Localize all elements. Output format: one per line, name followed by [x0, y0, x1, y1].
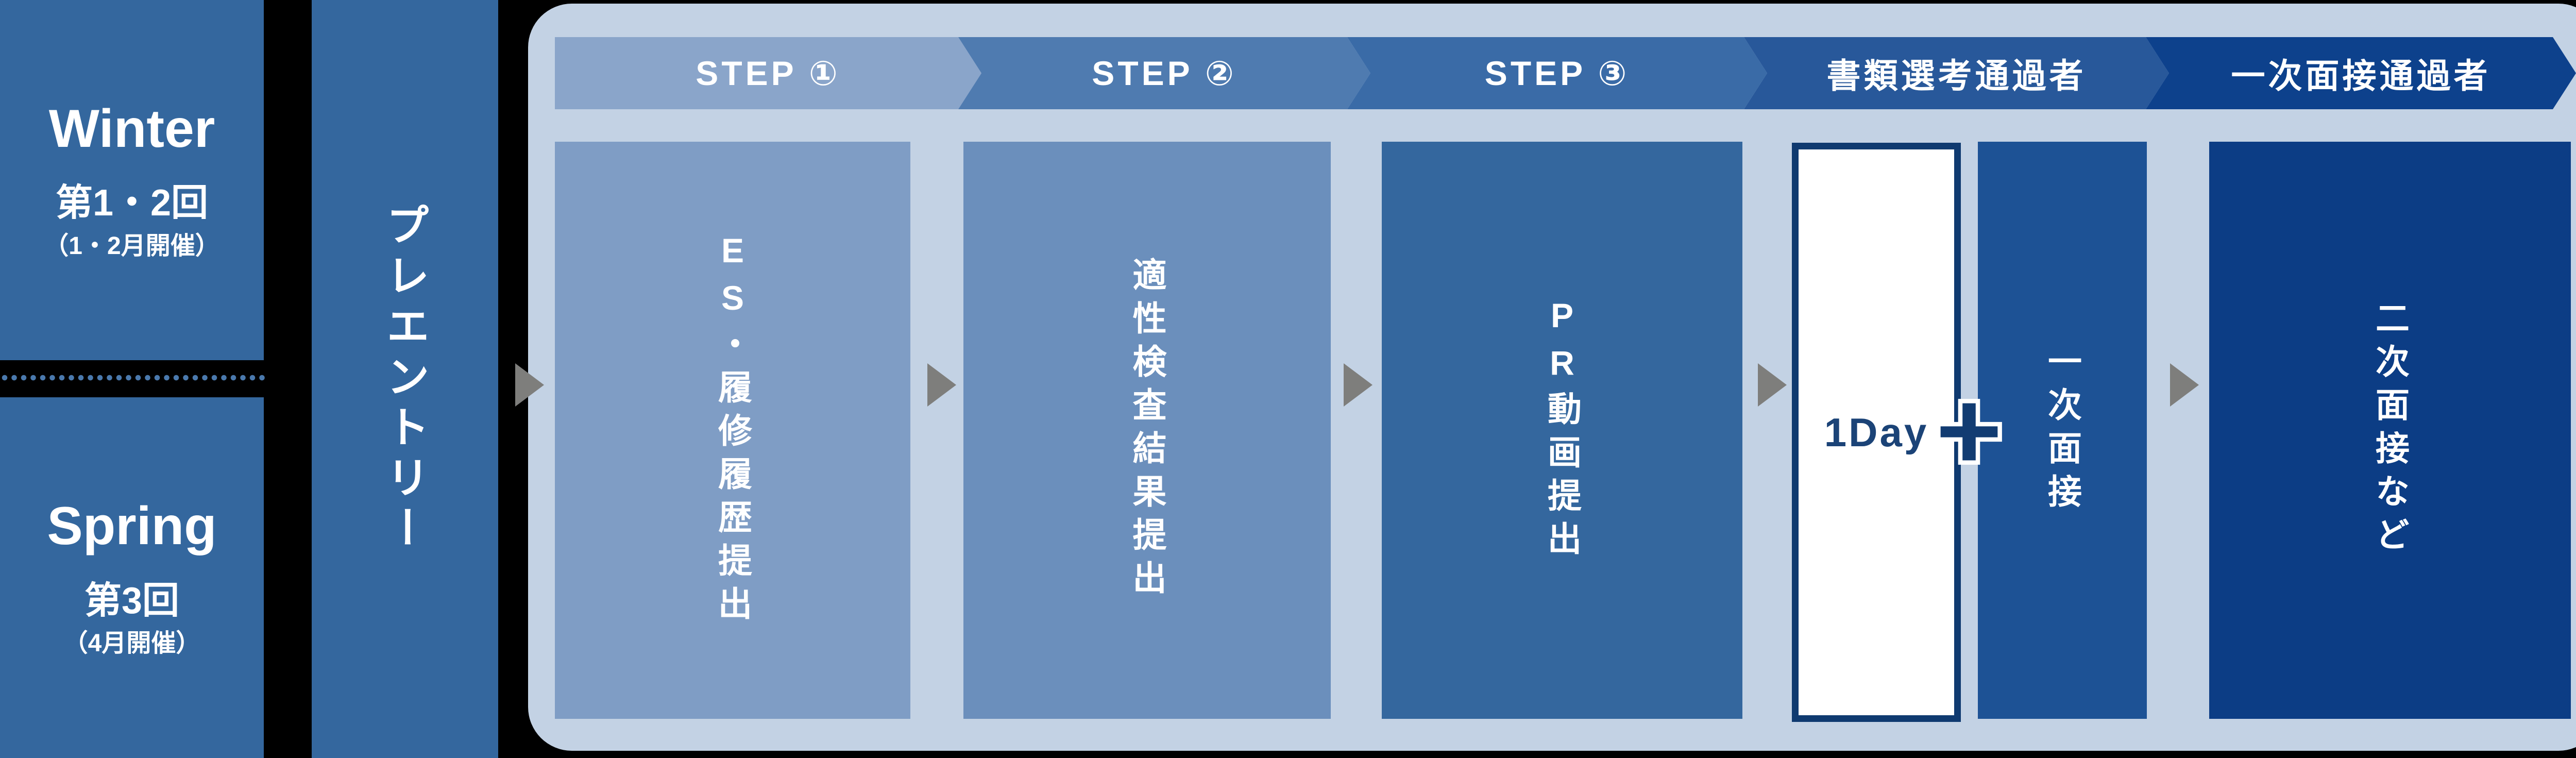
- spring-title: Spring: [47, 496, 217, 557]
- aptitude-test-label: 適性検査結果提出: [1128, 257, 1166, 603]
- second-interview-label: 二次面接など: [2371, 300, 2409, 560]
- right-arrow-icon: [515, 363, 544, 407]
- right-arrow-icon: [2170, 363, 2199, 407]
- plus-icon: [1936, 399, 2002, 465]
- one-day-box: 1Day: [1792, 143, 1961, 722]
- spring-panel: Spring 第3回 （4月開催）: [0, 397, 264, 758]
- banner-segment-step3: STEP ③: [1347, 37, 1767, 109]
- banner-step1-label: STEP ①: [696, 54, 841, 92]
- banner-segment-step2: STEP ②: [958, 37, 1370, 109]
- one-day-label: 1Day: [1824, 409, 1929, 455]
- banner-segment-step1: STEP ①: [555, 37, 981, 109]
- spring-round: 第3回: [84, 580, 180, 621]
- es-submission-label: ES・履修履歴提出: [714, 231, 752, 629]
- stage-box-second-interview: 二次面接など: [2209, 142, 2571, 719]
- stage-box-pr-video: PR動画提出: [1382, 142, 1742, 719]
- winter-title: Winter: [48, 98, 215, 159]
- pr-video-label: PR動画提出: [1543, 296, 1581, 564]
- banner-document-pass-label: 書類選考通過者: [1826, 57, 2087, 95]
- banner-step3-label: STEP ③: [1484, 54, 1630, 92]
- right-arrow-icon: [1758, 363, 1787, 407]
- stage-box-aptitude-test: 適性検査結果提出: [963, 142, 1331, 719]
- banner-segment-first-interview-pass: 一次面接通過者: [2146, 37, 2576, 109]
- dotted-divider: [0, 374, 266, 381]
- pre-entry-label: プレエントリー: [380, 202, 429, 556]
- pre-entry-bar: プレエントリー: [312, 0, 498, 758]
- right-arrow-icon: [927, 363, 956, 407]
- spring-note: （4月開催）: [63, 630, 201, 658]
- stage-box-es-submission: ES・履修履歴提出: [555, 142, 910, 719]
- winter-panel: Winter 第1・2回 （1・2月開催）: [0, 0, 264, 360]
- first-interview-label: 一次面接: [2043, 344, 2081, 517]
- stage-box-first-interview: 一次面接: [1978, 142, 2147, 719]
- banner-step2-label: STEP ②: [1092, 54, 1237, 92]
- banner-first-interview-pass-label: 一次面接通過者: [2231, 57, 2491, 95]
- right-arrow-icon: [1344, 363, 1372, 407]
- winter-note: （1・2月開催）: [44, 232, 220, 260]
- banner-segment-document-pass: 書類選考通過者: [1744, 37, 2169, 109]
- winter-round: 第1・2回: [55, 182, 209, 224]
